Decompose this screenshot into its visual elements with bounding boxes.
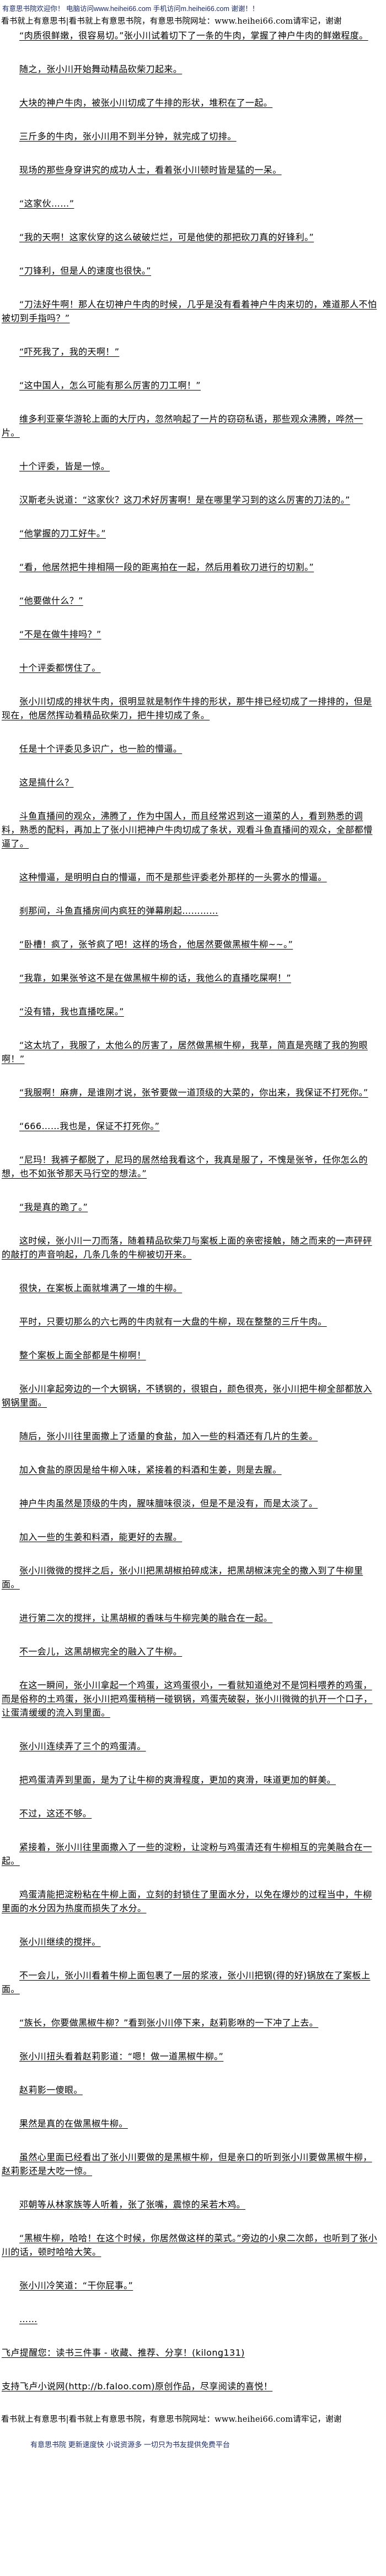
story-paragraph: “666……我也是，保证不打死你。” [19,1121,160,1131]
story-paragraph: 果然是真的在做黑椒牛柳。 [19,2118,128,2129]
story-paragraph: 整个案板上面全部都是牛柳啊！ [19,1350,146,1360]
story-paragraph: “这家伙……” [19,198,74,209]
story-paragraph: 张小川切成的排状牛肉，很明显就是制作牛排的形状，那牛排已经切成了一排排的，但是现… [2,696,372,720]
story-paragraph: …… [19,2314,37,2324]
story-paragraph: 十个评委，皆是一惊。 [19,461,110,471]
story-paragraph: “不是在做牛排吗？” [19,629,101,639]
story-paragraph: “我的天啊！这家伙穿的这么破破烂烂，可是他使的那把砍刀真的好锋利。” [19,232,314,242]
story-paragraph: “黑椒牛柳，哈哈！在这个时候，你居然做这样的菜式。”旁边的小泉二次郎，也听到了张… [2,2233,377,2257]
story-paragraph: 这时候，张小川一刀而落，随着精品砍柴刀与案板上面的亲密接触，随之而来的一声砰砰的… [2,1235,372,1260]
story-paragraph: “他要做什么？” [19,595,83,606]
story-paragraph: 张小川微微的搅拌之后，张小川把黑胡椒拍碎成沫，把黑胡椒沫完全的撒入到了牛柳里面。 [2,1565,363,1590]
story-paragraph: 张小川连续弄了三个的鸡蛋清。 [19,1741,146,1751]
story-paragraph: 任是十个评委见多识广，也一脸的懵逼。 [19,744,183,754]
site-banner: 看书就上有意思书|看书就上有意思书院，有意思书院网址：www.heihei66.… [1,17,342,26]
story-paragraph: 这是搞什么？ [19,777,74,788]
notice-faloo-support: 支持飞卢小说网(http://b.faloo.com)原创作品，尽享阅读的喜悦！ [2,2381,273,2391]
story-paragraph: “刀法好牛啊！那人在切神户牛肉的时候，几乎是没有看着神户牛肉来切的，难道那人不怕… [2,299,377,323]
story-paragraph: “尼玛！我裤子都脱了，尼玛的居然给我看这个，我真是服了，不愧是张爷，任你怎么的想… [2,1154,368,1179]
story-paragraph: 大块的神户牛肉，被张小川切成了牛排的形状，堆积在了一起。 [19,97,273,108]
story-paragraph: 在这一瞬间，张小川拿起一个鸡蛋，这鸡蛋很小，一看就知道绝对不是饲料喂养的鸡蛋，而… [2,1680,373,1718]
story-paragraph: 张小川继续的搅拌。 [19,1937,101,1947]
story-paragraph: 维多利亚豪华游轮上面的大厅内，忽然响起了一片的窃窃私语，那些观众沸腾，哗然一片。 [2,414,363,438]
site-welcome-bar: 有意思书院欢迎你！ 电脑访问www.heihei66.com 手机访问m.hei… [2,5,259,13]
story-paragraph: 平时，只要切那么的六七两的牛肉就有一大盘的牛柳，现在整整的三斤牛肉。 [19,1316,327,1327]
story-paragraph: “族长，你要做黑椒牛柳？”看到张小川停下来，赵莉影咻的一下冲了上去。 [19,2018,319,2028]
story-paragraph: 不一会儿，这黑胡椒完全的融入了牛柳。 [19,1646,183,1657]
story-paragraph: “我是真的跪了。” [19,1202,88,1212]
story-paragraph: “我靠，如果张爷这不是在做黑椒牛柳的话，我他么的直播吃屎啊！” [19,973,291,983]
story-paragraph: “卧槽！疯了，张爷疯了吧！这样的场合，他居然要做黑椒牛柳~~。” [19,939,293,950]
story-paragraph: 加入食盐的原因是给牛柳入味，紧接着的料酒和生姜，则是去腥。 [19,1465,282,1475]
story-paragraph: “我服啊！麻痹，是谁刚才说，张爷要做一道顶级的大菜的，你出来，我保证不打死你。” [19,1087,368,1098]
story-paragraph: 随之，张小川开始舞动精品砍柴刀起来。 [19,64,183,74]
story-paragraph: 很快，在案板上面就堆满了一堆的牛柳。 [19,1283,183,1293]
story-paragraph: “这太坑了，我服了，太他么的厉害了，居然做黑椒牛柳，我草，简直是亮瞎了我的狗眼啊… [2,1040,368,1064]
story-paragraph: “没有错，我也直播吃屎。” [19,1006,124,1017]
story-paragraph: “吓死我了，我的天啊！” [19,346,120,357]
story-paragraph: 这种懵逼，是明明白白的懵逼，而不是那些评委老外那样的一头雾水的懵逼。 [19,872,327,882]
story-paragraph: “看，他居然把牛排相隔一段的距离拍在一起，然后用着砍刀进行的切割。” [19,562,314,572]
story-paragraph: 虽然心里面已经看出了张小川要做的是黑椒牛柳，但是亲口的听到张小川要做黑椒牛柳，赵… [2,2152,372,2176]
story-paragraph: 现场的那些身穿讲究的成功人士，看着张小川顿时皆是猛的一呆。 [19,165,282,175]
story-paragraph: 加入一些的生姜和料酒，能更好的去腥。 [19,1532,183,1542]
story-paragraph: 张小川扭头看着赵莉影道：“嗯！做一道黑椒牛柳。” [19,2051,224,2062]
story-paragraph: 鸡蛋清能把淀粉粘在牛柳上面，立刻的封锁住了里面水分，以免在爆炒的过程当中，牛柳里… [2,1889,372,1913]
story-paragraph: 刹那间，斗鱼直播房间内疯狂的弹幕刷起………… [19,905,218,916]
story-paragraph: 十个评委都愣住了。 [19,663,101,673]
story-paragraph: 把鸡蛋清弄到里面，是为了让牛柳的爽滑程度，更加的爽滑，味道更加的鲜美。 [19,1775,336,1785]
story-paragraph: 不过，这还不够。 [19,1808,92,1819]
story-paragraph: “他掌握的刀工好牛。” [19,528,106,539]
story-paragraph: 进行第二次的搅拌，让黑胡椒的香味与牛柳完美的融合在一起。 [19,1613,273,1623]
story-paragraph: “肉质很鲜嫩，很容易切。”张小川试着切下了一条的牛肉，掌握了神户牛肉的鲜嫩程度。 [19,30,368,41]
story-paragraph: 邓朝等从林家族等人听着，张了张嘴，震惊的呆若木鸡。 [19,2199,246,2210]
story-paragraph: “这中国人，怎么可能有那么厉害的刀工啊！” [19,380,201,391]
story-paragraph: 神户牛肉虽然是顶级的牛肉，腥味膻味很淡，但是不是没有，而是太淡了。 [19,1498,318,1509]
story-paragraph: 斗鱼直播间的观众，沸腾了，作为中国人，而且经常迟到这一道菜的人，看到熟悉的调料，… [2,811,373,849]
notice-faloo-reminder: 飞卢提醒您：读书三件事 - 收藏、推荐、分享！(kilong131) [2,2347,245,2358]
story-paragraph: 赵莉影一傻眼。 [19,2085,83,2095]
story-paragraph: 随后，张小川往里面撒上了适量的食盐，加入一些的料酒还有几片的生姜。 [19,1431,318,1441]
story-paragraph: 不一会儿，张小川看着牛柳上面包裹了一层的浆液，张小川把钢(得的好)锅放在了案板上… [2,1970,371,1994]
story-paragraph: 紧接着，张小川往里面撒入了一些的淀粉，让淀粉与鸡蛋清还有牛柳相互的完美融合在一起… [2,1842,372,1866]
story-paragraph: 张小川冷笑道：“干你屁事。” [19,2280,133,2291]
story-paragraph: 三斤多的牛肉，张小川用不到半分钟，就完成了切排。 [19,131,237,142]
chapter-content: “肉质很鲜嫩，很容易切。”张小川试着切下了一条的牛肉，掌握了神户牛肉的鲜嫩程度。… [0,29,380,2449]
footer-slogan: 有意思书院 更新速度快 小说资源多 一切只为书友提供免费平台 [30,2441,230,2449]
footer-banner: 看书就上有意思书|看书就上有意思书院，有意思书院网址：www.heihei66.… [1,2415,342,2424]
story-paragraph: 张小川拿起旁边的一个大钢锅，不锈钢的，很银白，颜色很亮，张小川把牛柳全部都放入钢… [2,1384,372,1408]
story-paragraph: 汉斯老头说道：“这家伙？这刀术好厉害啊！是在哪里学习到的这么厉害的刀法的。” [19,495,350,505]
story-paragraph: “刀锋利，但是人的速度也很快。” [19,265,151,276]
